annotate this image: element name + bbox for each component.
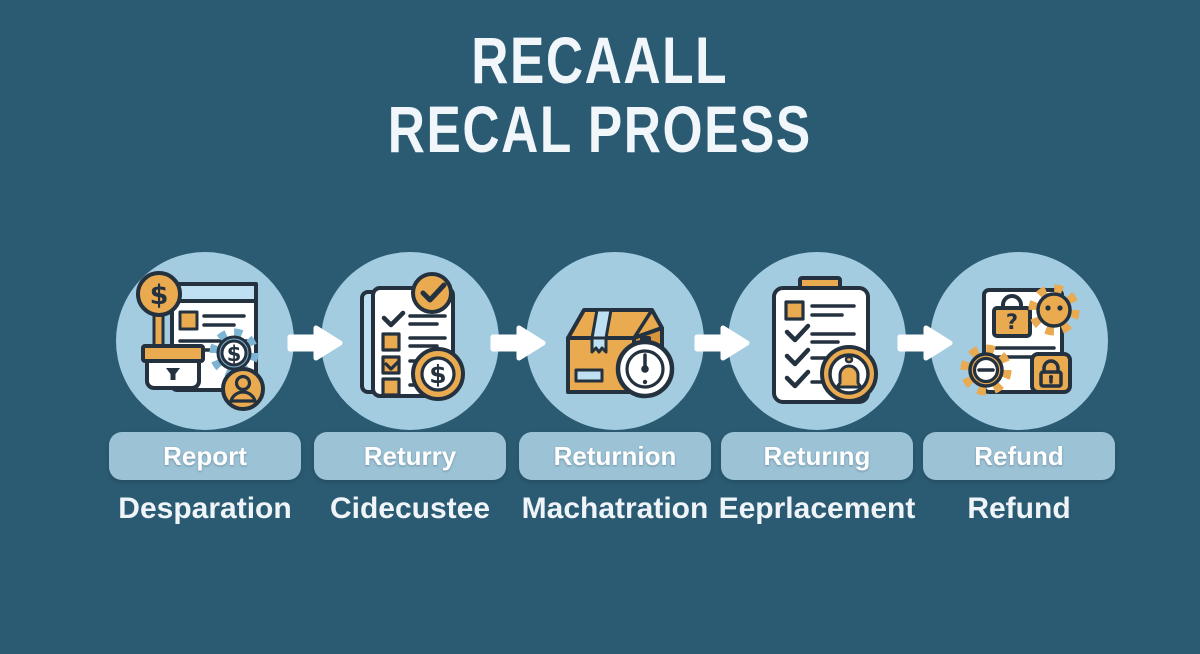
arrow-right-icon [897,325,953,361]
step-2-return: $ Returry Cidecustee [308,252,512,526]
person-badge-icon [221,367,265,411]
step-3-pill: Returnion [519,432,711,480]
step-3-circle [526,252,704,430]
package-timer-icon [566,308,675,399]
gear-dollar-badge-icon: $ [209,328,259,378]
arrow-right-icon [490,325,546,361]
invoice-report-icon: $ $ [136,271,265,411]
gear-minus-icon [960,344,1012,396]
dollar-coin-icon: $ [136,271,182,352]
step-1-report: $ $ R [103,252,307,526]
step-5-pill: Refund [923,432,1115,480]
stopwatch-icon [615,336,675,399]
step-3-label: Machatration [521,492,709,525]
step-2-circle: $ [321,252,499,430]
page-title: RECAALL RECAL PROESS [0,26,1200,164]
arrow-right-icon [287,325,343,361]
shipping-label [574,368,604,383]
question-padlock-icon: ? [992,294,1032,338]
title-line-1: RECAALL [471,23,729,97]
step-4-replacement: Returıng Eeprlacement [715,252,919,526]
check-badge-icon [411,272,453,314]
step-5-circle: ? [930,252,1108,430]
step-3-pill-label: Returnion [553,440,677,471]
step-2-label: Cidecustee [329,492,491,525]
gear-face-icon [1028,284,1080,336]
lock-square-icon [1030,352,1072,394]
document-lock-gears-icon: ? [960,284,1080,396]
step-5-pill-label: Refund [974,440,1064,471]
svg-text:$: $ [150,280,169,311]
clipboard-bell-icon [772,276,878,404]
step-4-pill: Returıng [721,432,913,480]
step-4-circle [728,252,906,430]
arrow-right-icon [694,325,750,361]
bell-badge-icon [820,345,878,403]
svg-text:$: $ [429,360,446,389]
tape-strip [590,308,613,340]
step-1-pill: Report [109,432,301,480]
step-1-pill-label: Report [163,440,247,471]
svg-text:$: $ [227,342,242,366]
step-1-label: Desparation [118,492,292,525]
checklist-rows [381,310,447,397]
step-1-circle: $ $ [116,252,294,430]
step-2-pill: Returry [314,432,506,480]
step-4-pill-label: Returıng [763,440,871,471]
title-line-2: RECAL PROESS [388,92,812,166]
step-4-label: Eeprlacement [718,492,916,525]
step-5-label: Refund [967,492,1071,525]
printer-device [141,344,205,390]
step-3-package: Returnion Machatration [513,252,717,526]
step-5-refund: ? [917,252,1121,526]
checklist-coin-icon: $ [360,272,465,401]
svg-text:?: ? [1006,310,1018,334]
step-2-pill-label: Returry [363,440,457,471]
dollar-coin-icon: $ [411,347,465,401]
